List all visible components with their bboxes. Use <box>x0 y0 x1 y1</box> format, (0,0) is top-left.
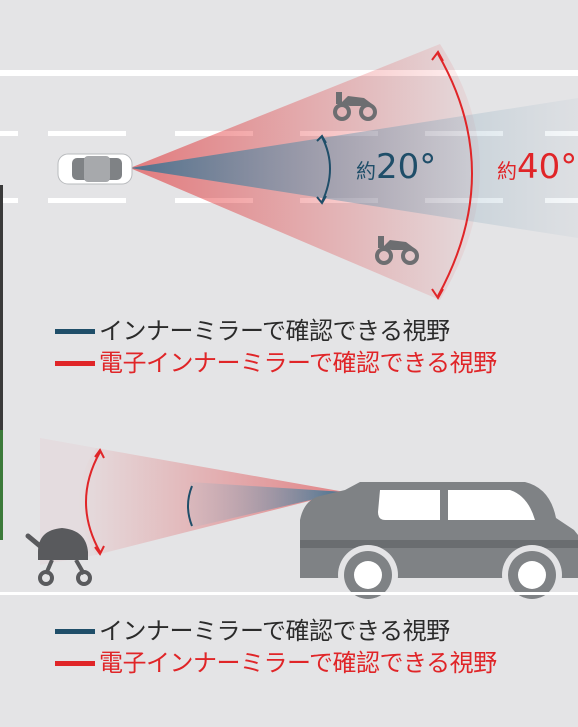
inner-angle-value: 20° <box>376 147 437 187</box>
inner-mirror-side-view-fan <box>190 482 345 528</box>
legend-item-electronic-mirror: 電子インナーミラーで確認できる視野 <box>55 647 497 679</box>
legend-electronic-mirror-label: 電子インナーミラーで確認できる視野 <box>99 649 497 677</box>
legend-item-inner-mirror: インナーミラーで確認できる視野 <box>55 615 497 647</box>
top-road <box>0 44 578 300</box>
electronic-mirror-swatch <box>55 660 95 666</box>
motorcycle-icon <box>375 236 419 265</box>
left-edge-bar <box>0 185 3 540</box>
inner-angle-label: 約20° <box>356 147 436 191</box>
electronic-angle-label: 約40° <box>497 147 577 191</box>
car-top-view-icon <box>57 153 133 185</box>
inner-mirror-swatch <box>55 628 95 634</box>
electronic-mirror-swatch <box>55 360 95 366</box>
suv-side-view-icon <box>300 482 578 605</box>
inner-mirror-swatch <box>55 328 95 334</box>
ground-line <box>0 592 578 595</box>
electronic-angle-value: 40° <box>517 147 578 187</box>
inner-mirror-view-fan <box>130 98 578 238</box>
left-edge-accent <box>0 430 3 540</box>
legend-inner-mirror-label: インナーミラーで確認できる視野 <box>99 617 450 645</box>
road-edge-line-top <box>0 70 578 76</box>
legend-inner-mirror-label: インナーミラーで確認できる視野 <box>99 317 450 345</box>
legend-bottom: インナーミラーで確認できる視野 電子インナーミラーで確認できる視野 <box>55 615 497 679</box>
inner-angle-prefix: 約 <box>356 159 376 183</box>
legend-item-electronic-mirror: 電子インナーミラーで確認できる視野 <box>55 347 497 379</box>
legend-top: インナーミラーで確認できる視野 電子インナーミラーで確認できる視野 <box>55 315 497 379</box>
electronic-angle-prefix: 約 <box>497 159 517 183</box>
electronic-side-angle-arc <box>85 451 101 553</box>
motorcycle-icon <box>333 92 377 121</box>
legend-electronic-mirror-label: 電子インナーミラーで確認できる視野 <box>99 349 497 377</box>
baby-stroller-icon <box>25 528 92 586</box>
inner-side-angle-arc <box>187 485 193 527</box>
legend-item-inner-mirror: インナーミラーで確認できる視野 <box>55 315 497 347</box>
electronic-angle-arc <box>437 53 473 297</box>
inner-angle-arc <box>321 136 331 203</box>
bottom-scene <box>25 438 578 605</box>
